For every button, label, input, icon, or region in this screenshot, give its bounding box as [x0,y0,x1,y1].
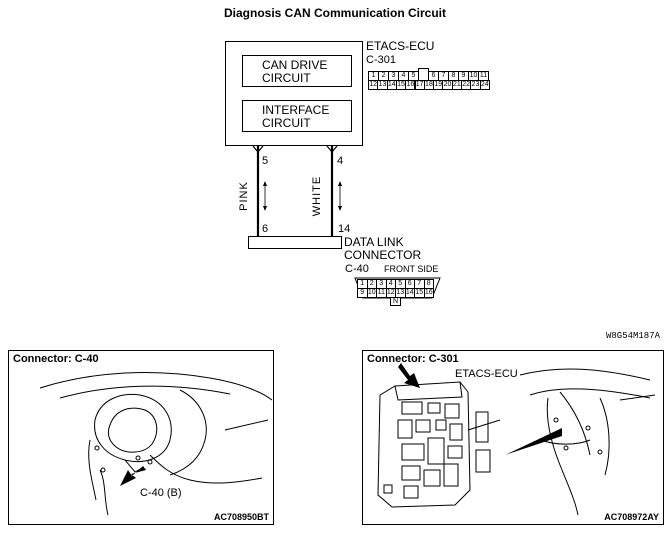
panel-left-code: AC708950BT [213,512,269,522]
callout-arrow-right [398,363,420,388]
dlc-front-side: FRONT SIDE [384,264,439,274]
interface-label-line1: INTERFACE [262,103,330,117]
ecu-name: ETACS-ECU [366,39,435,53]
panel-left-callout: C-40 (B) [140,487,182,499]
ecu-pin: 24 [479,80,490,90]
dlc-key-tab: N [390,297,401,306]
callout-arrow-left [120,466,146,486]
interface-label-line2: CIRCUIT [262,116,311,130]
wire-right-pin-bottom: 14 [338,223,351,235]
panel-right-callout: ETACS-ECU [455,368,518,380]
can-drive-label-line2: CIRCUIT [262,71,311,85]
data-link-connector-bar [248,236,342,249]
diagram-code: W8G54M187A [606,331,661,341]
wire-right-color: WHITE [311,175,323,217]
diagram-title: Diagnosis CAN Communication Circuit [223,6,447,20]
panel-right-code: AC708972AY [604,512,659,522]
ecu-connector-id: C-301 [366,54,396,66]
interface-circuit-box: INTERFACE CIRCUIT [242,100,352,132]
dlc-label-line2: CONNECTOR [344,248,422,262]
wire-right-pin-top: 4 [337,155,344,167]
connector-c301-panel: Connector: C-301 ETACS-ECU AC708972AY [362,350,664,525]
dlc-label-line1: DATA LINK [344,235,404,249]
wire-left-pin-bottom: 6 [262,223,269,235]
panel-left-title: Connector: C-40 [13,353,99,365]
dlc-connector-id: C-40 [345,263,369,275]
can-drive-label-line1: CAN DRIVE [262,58,328,72]
wire-left-color: PINK [238,181,250,211]
wire-left-pin-top: 5 [262,155,269,167]
can-drive-circuit-box: CAN DRIVE CIRCUIT [242,55,352,87]
connector-c40-panel: Connector: C-40 C-40 (B) AC708950BT [8,350,274,525]
dlc-pin: 16 [423,288,434,298]
panel-right-title: Connector: C-301 [367,353,459,365]
